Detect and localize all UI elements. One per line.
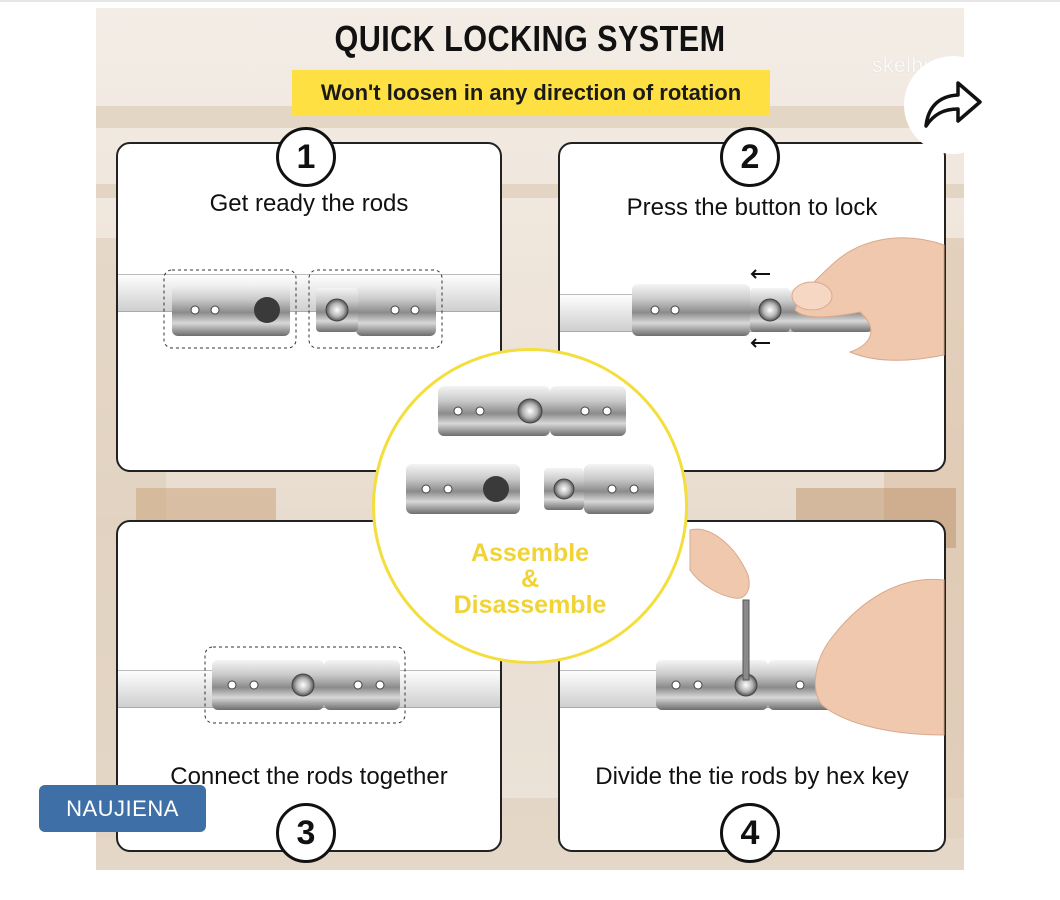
- connector-male: [584, 464, 654, 514]
- hand-illustration: [794, 237, 945, 361]
- push-arrow: [750, 338, 770, 348]
- lock-button: [325, 298, 349, 322]
- lock-button: [758, 298, 782, 322]
- connector-female: [632, 284, 750, 336]
- step-2-caption: Press the button to lock: [626, 194, 878, 221]
- assemble-text: Assemble: [470, 539, 590, 567]
- assemble-label: Assemble & Disassemble: [372, 540, 688, 618]
- ampersand-text: &: [520, 565, 540, 593]
- dashed-frame: [204, 646, 406, 724]
- dashed-frame: [163, 269, 297, 349]
- image-title: QUICK LOCKING SYSTEM: [334, 18, 726, 59]
- connector-female: [172, 284, 290, 336]
- step-1-caption: Get ready the rods: [209, 190, 409, 217]
- connector-joined: [212, 660, 324, 710]
- top-divider: [0, 0, 1060, 2]
- step-1-number: 1: [276, 127, 336, 187]
- connector-joined: [438, 386, 550, 436]
- step-4-number: 4: [720, 803, 780, 863]
- hand-illustration: [814, 578, 945, 736]
- lock-button: [553, 478, 575, 500]
- subtitle-banner: Won't loosen in any direction of rotatio…: [292, 70, 770, 116]
- share-arrow-icon: [924, 81, 982, 128]
- share-button[interactable]: [904, 56, 1002, 154]
- connector-joined: [656, 660, 768, 710]
- disassemble-text: Disassemble: [453, 591, 607, 619]
- step-2-number: 2: [720, 127, 780, 187]
- hex-key: [742, 599, 750, 681]
- push-arrow: [750, 269, 770, 279]
- step-3-number: 3: [276, 803, 336, 863]
- connector-female: [406, 464, 520, 514]
- new-badge: NAUJIENA: [39, 785, 206, 832]
- step-4-caption: Divide the tie rods by hex key: [595, 763, 909, 790]
- socket-hole: [254, 297, 280, 323]
- step-3-caption: Connect the rods together: [170, 763, 448, 790]
- hand-illustration: [689, 528, 750, 599]
